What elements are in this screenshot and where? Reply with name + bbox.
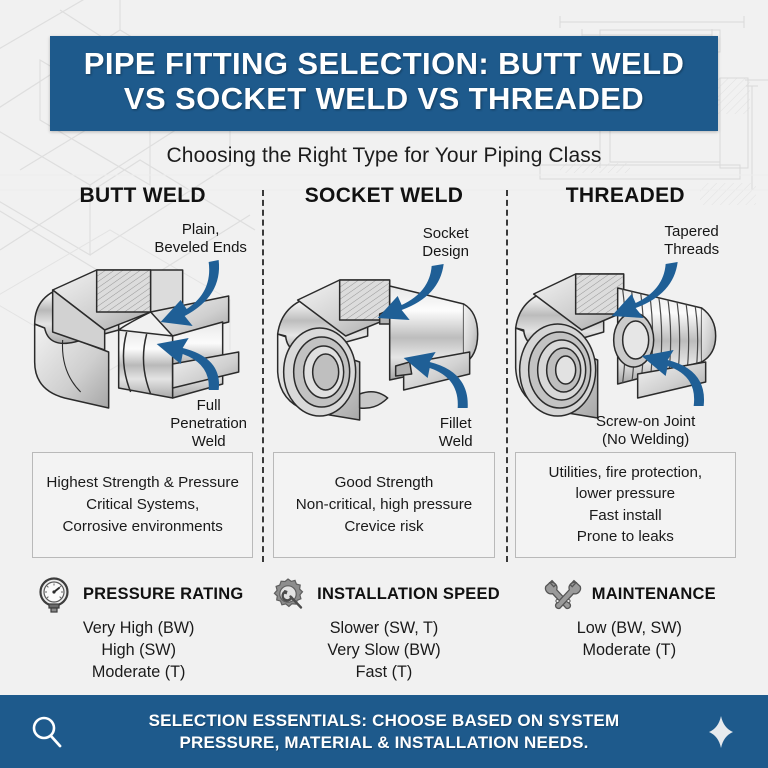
callout-threaded-top-line1: Tapered (664, 223, 718, 240)
stat-header: INSTALLATION SPEED (268, 575, 500, 615)
stat-value: Very Slow (BW) (327, 641, 441, 659)
arrow-full-penetration (156, 337, 220, 390)
title-banner: PIPE FITTING SELECTION: BUTT WELD VS SOC… (50, 36, 718, 131)
callout-socket-top-line1: Socket (423, 225, 470, 242)
callout-socket-bottom-line2: Weld (439, 433, 473, 450)
stat-label: MAINTENANCE (591, 585, 716, 604)
column-threaded: THREADED (505, 184, 746, 450)
stat-installation-speed: INSTALLATION SPEED Slower (SW, T) Very S… (261, 575, 506, 683)
stat-values: Low (BW, SW) Moderate (T) (577, 617, 682, 661)
title-line-2: VS SOCKET WELD VS THREADED (123, 81, 645, 117)
stat-value: Fast (T) (355, 663, 413, 682)
arrow-beveled-ends (160, 259, 220, 326)
stat-maintenance: MAINTENANCE Low (BW, SW) Moderate (T) (507, 575, 752, 683)
footer-line-2: PRESSURE, MATERIAL & INSTALLATION NEEDS. (179, 732, 589, 752)
crossed-wrenches-icon (543, 575, 583, 615)
description-line: Fast install (589, 506, 662, 524)
stat-values: Very High (BW) High (SW) Moderate (T) (83, 617, 195, 683)
callout-butt-top-line2: Beveled Ends (154, 239, 247, 256)
description-box-threaded: Utilities, fire protection, lower pressu… (514, 451, 736, 558)
description-line: Good Strength (334, 474, 434, 492)
callout-butt-bottom-line3: Weld (192, 433, 226, 450)
socket-weld-illustration: Socket Design Fillet Weld (263, 212, 504, 450)
callout-socket-top-line2: Design (423, 243, 470, 260)
column-title-socket-weld: SOCKET WELD (304, 183, 464, 207)
gear-wrench-icon (268, 575, 308, 615)
description-line: Highest Strength & Pressure (46, 474, 239, 492)
stat-label: INSTALLATION SPEED (317, 585, 500, 604)
footer-bar: SELECTION ESSENTIALS: CHOOSE BASED ON SY… (0, 695, 768, 768)
column-butt-weld: BUTT WELD (22, 184, 263, 450)
sparkle-icon (700, 711, 742, 753)
description-cell-butt-weld: Highest Strength & Pressure Critical Sys… (22, 451, 263, 558)
threaded-illustration: Tapered Threads Screw-on Joint (No Weldi… (505, 212, 746, 450)
description-line: Crevice risk (344, 517, 424, 535)
callout-butt-bottom-line2: Penetration (170, 415, 247, 432)
column-divider-1 (262, 189, 264, 562)
stat-value: High (SW) (101, 641, 176, 659)
description-line: Utilities, fire protection, (548, 463, 703, 481)
pressure-gauge-icon (34, 575, 74, 615)
description-line: Prone to leaks (576, 528, 674, 546)
callout-socket-bottom-line1: Fillet (440, 415, 473, 432)
title-line-1: PIPE FITTING SELECTION: BUTT WELD (83, 46, 685, 81)
description-line: Corrosive environments (62, 517, 223, 535)
arrow-tapered-threads (611, 261, 678, 318)
subtitle: Choosing the Right Type for Your Piping … (166, 143, 602, 167)
stats-row: PRESSURE RATING Very High (BW) High (SW)… (0, 575, 768, 683)
stat-value: Very High (BW) (82, 618, 195, 637)
description-line: lower pressure (575, 485, 676, 503)
stat-pressure-rating: PRESSURE RATING Very High (BW) High (SW)… (16, 575, 261, 683)
callout-threaded-bottom-line2: (No Welding) (602, 431, 689, 448)
column-divider-2 (506, 189, 508, 562)
stat-label: PRESSURE RATING (82, 585, 244, 604)
butt-weld-illustration: Plain, Beveled Ends Full Penetration Wel… (22, 212, 263, 450)
arrow-screw-on-joint (641, 349, 704, 406)
callout-threaded-top-line2: Threads (664, 241, 719, 258)
stat-value: Low (BW, SW) (576, 618, 682, 637)
column-title-butt-weld: BUTT WELD (79, 183, 206, 207)
footer-line-1: SELECTION ESSENTIALS: CHOOSE BASED ON SY… (148, 710, 620, 730)
column-title-threaded: THREADED (565, 183, 685, 207)
stat-value: Moderate (T) (582, 641, 677, 659)
comparison-columns: BUTT WELD (0, 184, 768, 562)
arrow-fillet-weld (403, 351, 469, 408)
column-socket-weld: SOCKET WELD (263, 184, 504, 450)
callout-butt-top-line1: Plain, (182, 221, 220, 238)
header: PIPE FITTING SELECTION: BUTT WELD VS SOC… (0, 0, 768, 168)
description-box-socket-weld: Good Strength Non-critical, high pressur… (273, 451, 495, 558)
callout-threaded-bottom-line1: Screw-on Joint (596, 413, 696, 430)
stat-value: Moderate (T) (91, 663, 186, 682)
stat-value: Slower (SW, T) (329, 618, 439, 637)
footer-text: SELECTION ESSENTIALS: CHOOSE BASED ON SY… (78, 710, 690, 754)
description-cell-threaded: Utilities, fire protection, lower pressu… (505, 451, 746, 558)
stat-header: PRESSURE RATING (34, 575, 243, 615)
description-box-butt-weld: Highest Strength & Pressure Critical Sys… (32, 451, 254, 558)
description-cell-socket-weld: Good Strength Non-critical, high pressur… (263, 451, 504, 558)
description-row: Highest Strength & Pressure Critical Sys… (0, 451, 768, 558)
callout-butt-bottom-line1: Full (197, 397, 221, 414)
arrow-socket-design (377, 263, 444, 320)
search-icon[interactable] (26, 711, 68, 753)
description-line: Non-critical, high pressure (295, 496, 473, 514)
stat-header: MAINTENANCE (543, 575, 716, 615)
stat-values: Slower (SW, T) Very Slow (BW) Fast (T) (327, 617, 440, 683)
description-line: Critical Systems, (86, 496, 200, 514)
